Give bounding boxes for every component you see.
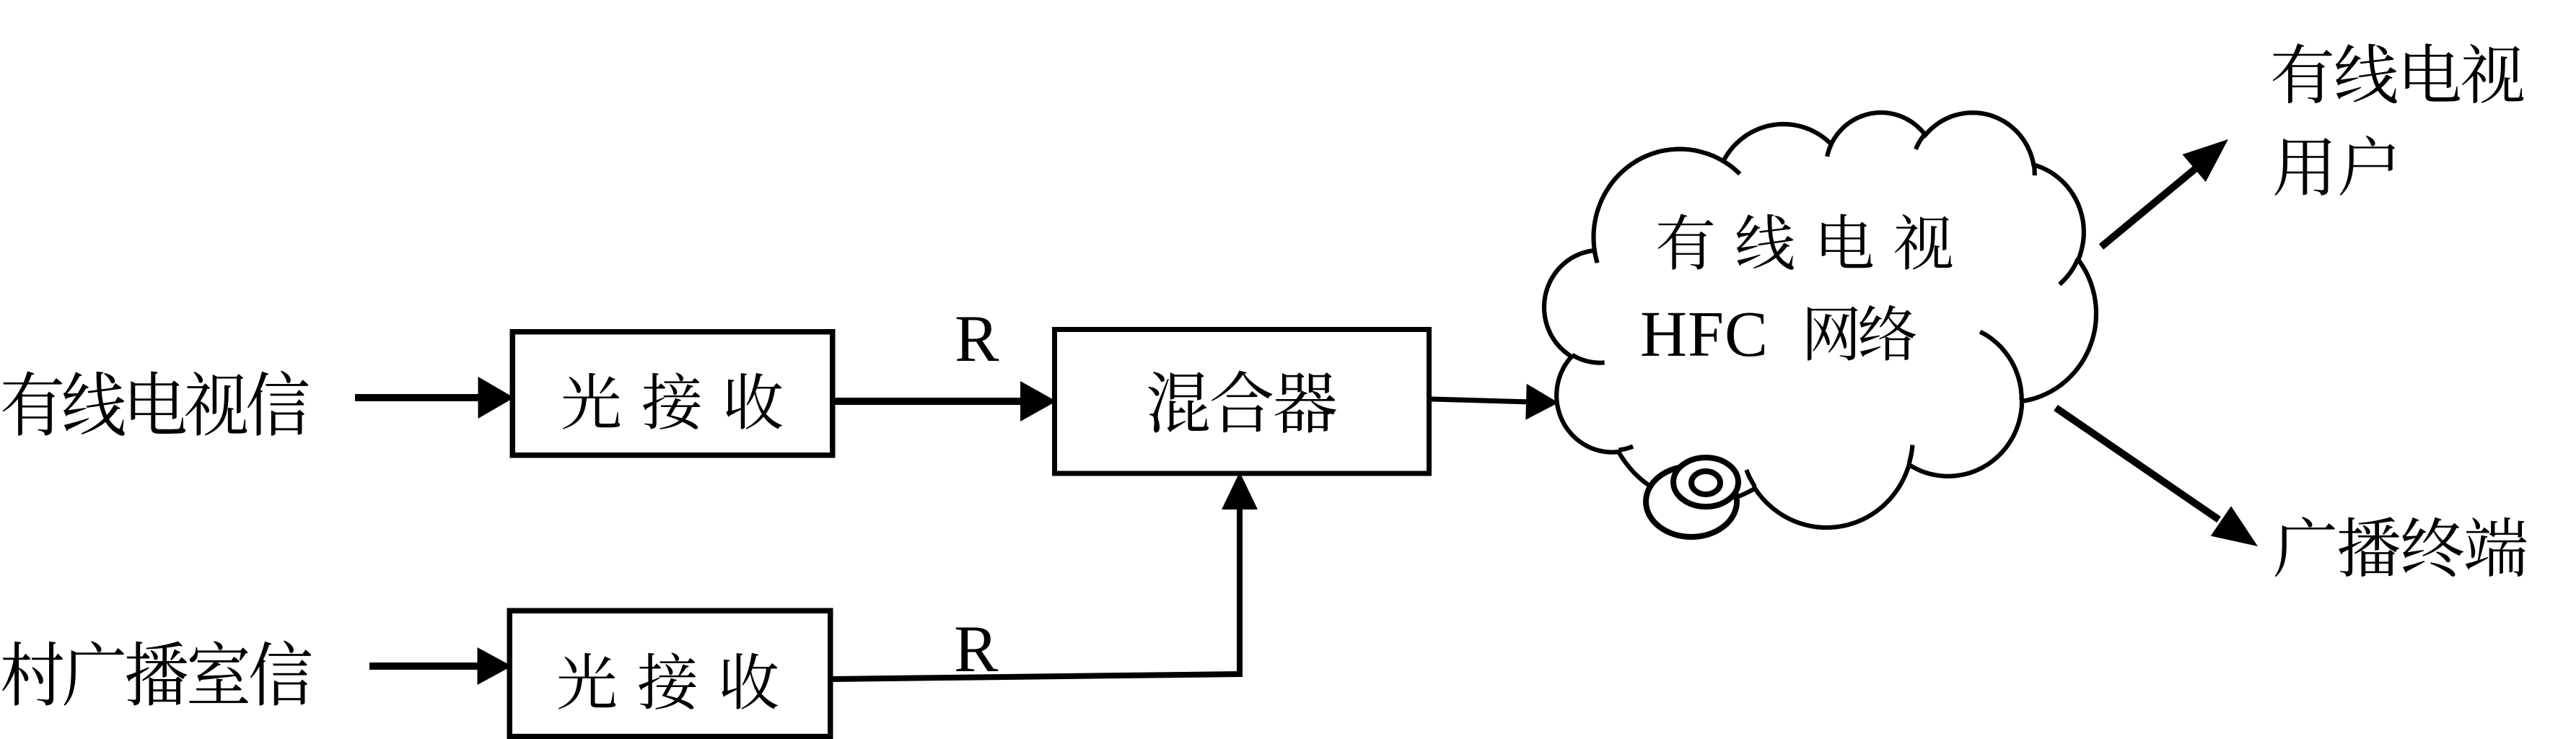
svg-text:R: R [954,612,999,686]
svg-text:R: R [955,302,999,375]
svg-text:HFC: HFC [1640,299,1769,370]
